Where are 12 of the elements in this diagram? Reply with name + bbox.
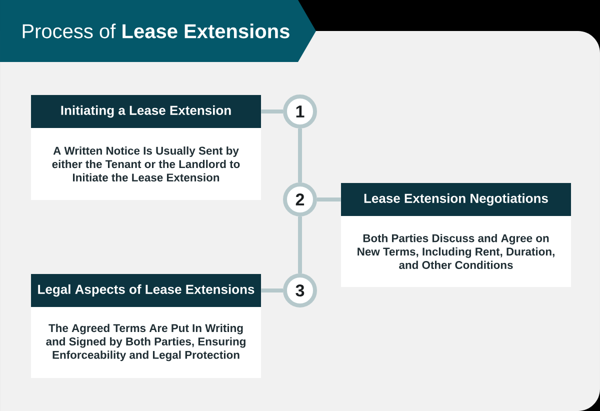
description-box: The Agreed Terms Are Put In Writing and Signed by Both Parties, Ensuring Enforceability and Legal Protection	[31, 306, 261, 378]
connector-line	[298, 216, 302, 274]
heading-bar: Lease Extension Negotiations	[341, 182, 571, 216]
heading-bar: Legal Aspects of Lease Extensions	[31, 274, 261, 307]
connector-line	[261, 110, 283, 114]
title-banner: Process of Lease Extensions	[0, 0, 316, 62]
description-box: A Written Notice Is Usually Sent by either the Tenant or the Landlord to Initiate the Lease Extension	[31, 128, 261, 200]
connector-line	[298, 128, 302, 182]
connector-line	[317, 197, 341, 202]
connector-line	[261, 288, 283, 292]
heading-bar: Initiating a Lease Extension	[31, 95, 261, 128]
description-box: Both Parties Discuss and Agree on New Terms, Including Rent, Duration, and Other Conditions	[341, 216, 571, 287]
